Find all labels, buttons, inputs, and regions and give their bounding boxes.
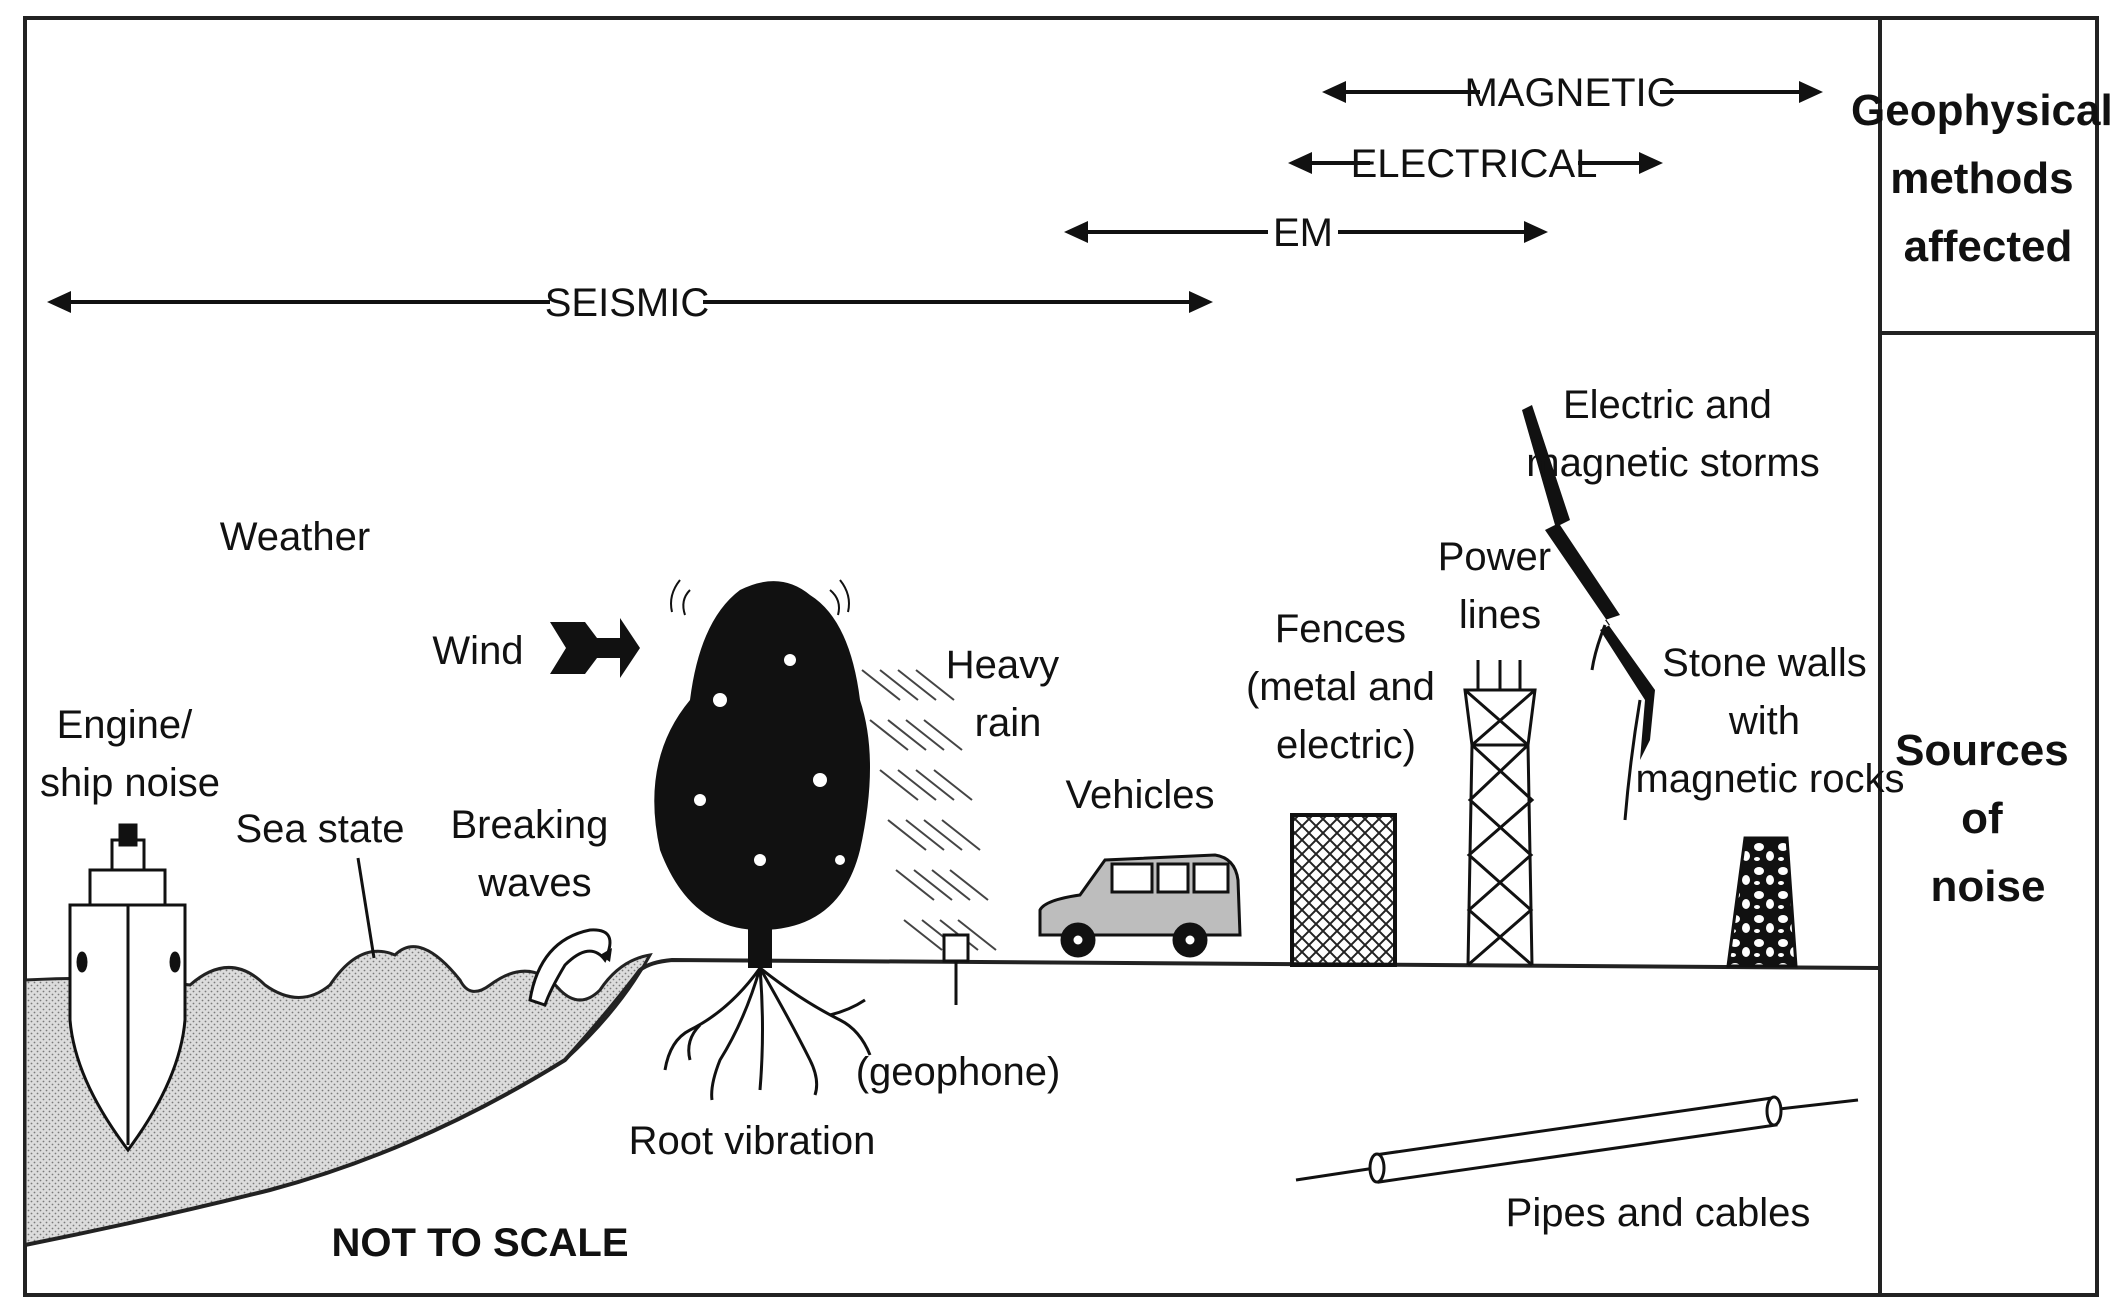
em-label: EM (1273, 211, 1333, 255)
geophone-icon (942, 933, 970, 1005)
magnetic-range-arrow (1322, 81, 1823, 103)
power-lines-label: Power lines (1438, 535, 1563, 637)
sea-state-label: Sea state (235, 807, 404, 851)
engine-label: Engine/ ship noise (40, 703, 220, 805)
root-vibration-label: Root vibration (629, 1119, 876, 1163)
em-range-arrow (1064, 221, 1548, 243)
seismic-label: SEISMIC (545, 281, 709, 325)
breaking-waves-label: Breaking waves (451, 803, 620, 905)
stone-walls-label: Stone walls with magnetic rocks (1636, 641, 1905, 801)
heavy-rain-label: Heavy rain (946, 643, 1071, 745)
pipes-label: Pipes and cables (1506, 1191, 1811, 1235)
sources-header: Sources of noise (1895, 726, 2081, 911)
wave-arrow-icon (600, 948, 612, 962)
rain-icon (861, 669, 997, 951)
methods-header: Geophysical methods affected (1851, 86, 2111, 271)
ground-line (24, 957, 1881, 1247)
storms-label: Electric and magnetic storms (1526, 383, 1819, 485)
lightning-branch-icon (1590, 624, 1642, 821)
fences-label: Fences (metal and electric) (1246, 607, 1446, 767)
lightning-bolt-icon (1522, 405, 1655, 760)
fence-icon (1290, 813, 1397, 967)
sea-state-pointer (356, 857, 376, 959)
not-to-scale-label: NOT TO SCALE (331, 1221, 628, 1265)
magnetic-label: MAGNETIC (1464, 71, 1675, 115)
wind-label: Wind (432, 629, 523, 673)
electrical-range-arrow (1288, 152, 1663, 174)
tree-icon (654, 579, 872, 1101)
vehicle-icon (1038, 853, 1242, 958)
electrical-label: ELECTRICAL (1351, 142, 1598, 186)
ship-icon (68, 823, 187, 1153)
breaking-wave-icon (528, 928, 612, 1007)
power-pylon-icon (1463, 660, 1537, 967)
stone-wall-icon (1726, 836, 1798, 968)
wind-arrow-icon (550, 618, 640, 678)
geophone-label: (geophone) (856, 1050, 1061, 1094)
outer-frame (23, 16, 2099, 1297)
weather-label: Weather (220, 515, 370, 559)
vehicles-label: Vehicles (1066, 773, 1215, 817)
pipe-cable-icon (1295, 1095, 1859, 1184)
seismic-range-arrow (47, 291, 1213, 313)
